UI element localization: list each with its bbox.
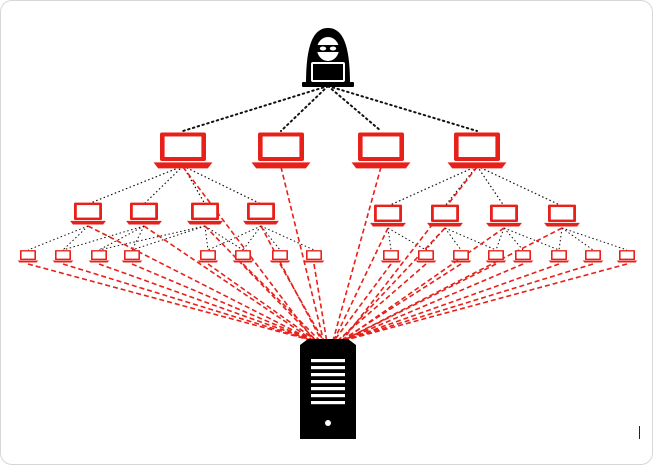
control-edge [327,85,382,132]
attack-edge [341,263,524,342]
laptop-icon [380,250,402,263]
laptop-icon [616,250,638,263]
attack-edge [98,263,315,342]
attack-edges [27,166,628,342]
control-edge [62,225,89,251]
laptop-icon [485,250,507,263]
attack-edge [27,263,315,342]
attack-edge [182,166,316,342]
laptop-icon [512,250,534,263]
laptop-icon [88,250,110,263]
laptop-icon [548,250,570,263]
control-edge [444,227,462,251]
control-edge [182,85,329,132]
laptop-icon [251,132,311,169]
attack-edge [87,225,315,342]
control-edge [27,225,89,251]
laptop-icon [126,202,162,225]
control-edge [503,227,560,251]
control-edge [260,225,315,251]
control-edge [558,227,563,251]
control-edge [207,225,262,251]
laptop-icon [415,250,437,263]
control-edges [27,85,628,251]
laptop-icon [17,250,39,263]
laptop-icon [351,132,411,169]
laptop-icon [269,250,291,263]
control-edge [387,227,427,251]
laptop-icon [447,132,507,169]
control-edge [561,227,628,251]
attack-edge [131,263,315,342]
control-edge [242,225,262,251]
laptop-icon [243,202,279,225]
laptop-icon [197,250,219,263]
control-edge [444,227,497,251]
attack-edge [279,263,325,342]
control-edge [387,165,478,207]
control-edge [280,85,329,132]
server-icon [300,339,356,439]
attack-edge [207,263,318,342]
attack-edge [242,263,321,342]
attack-edge [332,166,382,342]
attack-edge [313,263,328,342]
attack-edge [341,263,628,342]
control-edge [98,225,206,251]
control-edge [476,165,563,207]
control-edge [131,225,145,251]
control-edge [204,225,209,251]
attack-edge [341,227,563,342]
attack-edge [341,263,594,342]
laptop-icon [486,204,522,227]
control-edge [260,225,281,251]
laptop-icon [303,250,325,263]
attack-edge [62,263,315,342]
laptop-icon [427,204,463,227]
control-edge [98,225,145,251]
laptop-icon [232,250,254,263]
laptop-icon [450,250,472,263]
control-edge [561,227,594,251]
control-edge [182,165,206,205]
nodes [17,28,638,439]
control-edge [182,165,262,205]
attack-edge [336,263,427,342]
attack-edge [260,225,323,342]
laptop-icon [370,204,406,227]
attack-edge [341,263,560,342]
attack-edge [341,166,478,342]
text-cursor-mark [639,426,640,439]
laptop-icon [544,204,580,227]
control-edge [503,227,524,251]
control-edge [204,225,244,251]
control-edge [495,227,505,251]
control-edge [143,165,184,205]
laptop-icon [153,132,213,169]
control-edge [327,85,478,132]
laptop-icon [70,202,106,225]
laptop-icon [121,250,143,263]
attack-edge [204,225,318,342]
attack-edge [341,263,497,342]
control-edge [476,165,505,207]
attack-edge [280,166,325,342]
attack-edge [332,227,389,342]
laptop-icon [187,202,223,225]
control-edge [387,227,392,251]
laptop-icon [582,250,604,263]
attack-edge [143,225,315,342]
attack-edge [338,227,446,342]
control-edge [444,165,478,207]
laptop-icon [52,250,74,263]
control-edge [62,225,145,251]
control-edge [131,225,206,251]
hacker-icon [302,28,354,87]
control-edge [87,165,184,205]
